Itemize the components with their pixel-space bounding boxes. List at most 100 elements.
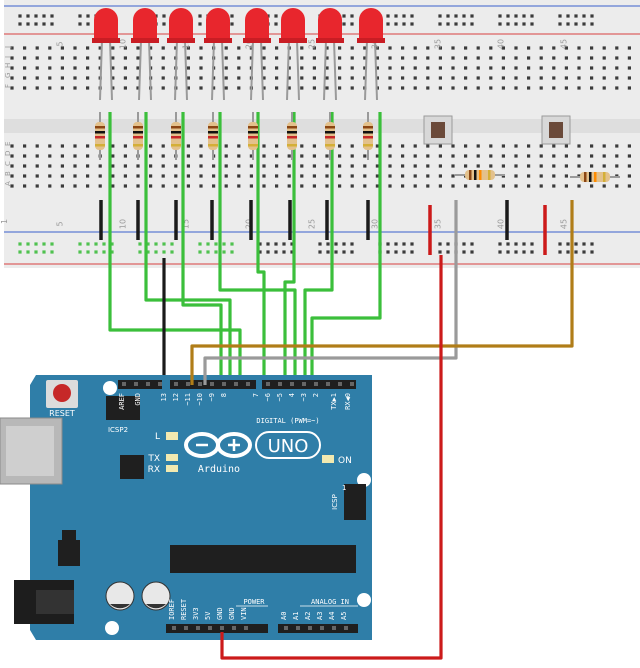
breadboard-hole bbox=[300, 76, 304, 80]
breadboard-hole bbox=[10, 154, 14, 158]
header-pin bbox=[234, 382, 238, 386]
breadboard-hole bbox=[413, 144, 417, 148]
breadboard-hole bbox=[199, 76, 203, 80]
breadboard-hole bbox=[602, 144, 606, 148]
resistor-band bbox=[133, 131, 143, 134]
model-label: UNO bbox=[268, 436, 309, 457]
power-rail-hole bbox=[410, 250, 414, 254]
breadboard-hole bbox=[564, 184, 568, 188]
power-rail-hole bbox=[446, 14, 450, 18]
breadboard-hole bbox=[60, 164, 64, 168]
breadboard-hole bbox=[552, 46, 556, 50]
power-rail-hole bbox=[498, 242, 502, 246]
breadboard-hole bbox=[615, 144, 619, 148]
power-rail-hole bbox=[498, 250, 502, 254]
power-rail-hole bbox=[18, 250, 22, 254]
breadboard-hole bbox=[451, 174, 455, 178]
header-pin-label: 4 bbox=[288, 393, 296, 397]
resistor-band bbox=[95, 144, 105, 147]
pushbuttons bbox=[423, 115, 571, 145]
breadboard-hole bbox=[514, 76, 518, 80]
breadboard-hole bbox=[98, 184, 102, 188]
breadboard-hole bbox=[123, 76, 127, 80]
row-letter: B bbox=[4, 171, 12, 176]
breadboard-hole bbox=[426, 66, 430, 70]
header-power bbox=[166, 624, 268, 633]
breadboard-hole bbox=[275, 56, 279, 60]
breadboard-hole bbox=[73, 46, 77, 50]
breadboard-hole bbox=[552, 86, 556, 90]
breadboard-hole bbox=[312, 76, 316, 80]
breadboard-hole bbox=[237, 76, 241, 80]
header-pin bbox=[210, 382, 214, 386]
breadboard-hole bbox=[161, 86, 165, 90]
row-letter: D bbox=[4, 151, 12, 156]
breadboard-hole bbox=[262, 164, 266, 168]
breadboard-hole bbox=[426, 184, 430, 188]
breadboard-hole bbox=[10, 76, 14, 80]
breadboard-hole bbox=[237, 66, 241, 70]
breadboard-hole bbox=[489, 76, 493, 80]
power-rail-hole bbox=[566, 14, 570, 18]
breadboard-hole bbox=[375, 154, 379, 158]
led-rim bbox=[316, 38, 344, 43]
breadboard-hole bbox=[514, 66, 518, 70]
column-number-top: 45 bbox=[559, 39, 568, 49]
breadboard-hole bbox=[627, 174, 631, 178]
resistor-band bbox=[325, 131, 335, 134]
breadboard-hole bbox=[60, 144, 64, 148]
breadboard-hole bbox=[212, 86, 216, 90]
power-jack-inner bbox=[36, 590, 74, 614]
power-rail-hole bbox=[42, 14, 46, 18]
breadboard-hole bbox=[224, 86, 228, 90]
voltage-regulator-tab bbox=[62, 530, 76, 540]
header-pins bbox=[122, 382, 354, 630]
breadboard-hole bbox=[514, 164, 518, 168]
power-rail-hole bbox=[230, 14, 234, 18]
breadboard-hole bbox=[287, 86, 291, 90]
breadboard-hole bbox=[350, 174, 354, 178]
breadboard-hole bbox=[615, 86, 619, 90]
onboard-led-on bbox=[322, 455, 334, 463]
breadboard-hole bbox=[350, 66, 354, 70]
led bbox=[318, 8, 342, 42]
breadboard-hole bbox=[539, 76, 543, 80]
breadboard-hole bbox=[224, 164, 228, 168]
power-rail-hole bbox=[18, 242, 22, 246]
breadboard-hole bbox=[249, 154, 253, 158]
breadboard-hole bbox=[564, 46, 568, 50]
breadboard-hole bbox=[199, 144, 203, 148]
breadboard-hole bbox=[186, 46, 190, 50]
power-pin-label: GND bbox=[216, 607, 224, 620]
power-rail-hole bbox=[506, 14, 510, 18]
breadboard-hole bbox=[98, 56, 102, 60]
breadboard-hole bbox=[451, 76, 455, 80]
breadboard-hole bbox=[149, 174, 153, 178]
power-rail-hole bbox=[230, 250, 234, 254]
header-pin bbox=[222, 382, 226, 386]
header-pin-label: AREF bbox=[118, 393, 126, 410]
breadboard-hole bbox=[388, 154, 392, 158]
icsp2-label: ICSP2 bbox=[108, 426, 128, 434]
power-rail-hole bbox=[282, 242, 286, 246]
breadboard-hole bbox=[237, 174, 241, 178]
power-rail-hole bbox=[410, 14, 414, 18]
breadboard-hole bbox=[199, 56, 203, 60]
breadboard-hole bbox=[552, 76, 556, 80]
resistor-band bbox=[363, 136, 373, 139]
led-lead bbox=[211, 39, 215, 101]
reset-button-cap[interactable] bbox=[53, 384, 71, 402]
breadboard-hole bbox=[136, 46, 140, 50]
breadboard-hole bbox=[275, 144, 279, 148]
breadboard-hole bbox=[464, 86, 468, 90]
breadboard-hole bbox=[10, 86, 14, 90]
power-pin-label: 3V3 bbox=[192, 607, 200, 620]
power-rail-hole bbox=[582, 250, 586, 254]
resistor-band bbox=[363, 131, 373, 134]
breadboard-hole bbox=[375, 144, 379, 148]
breadboard-hole bbox=[237, 86, 241, 90]
breadboard-hole bbox=[438, 154, 442, 158]
wire-green bbox=[144, 112, 232, 385]
digital-label: DIGITAL (PWM=~) bbox=[256, 417, 319, 425]
power-rail-hole bbox=[590, 250, 594, 254]
